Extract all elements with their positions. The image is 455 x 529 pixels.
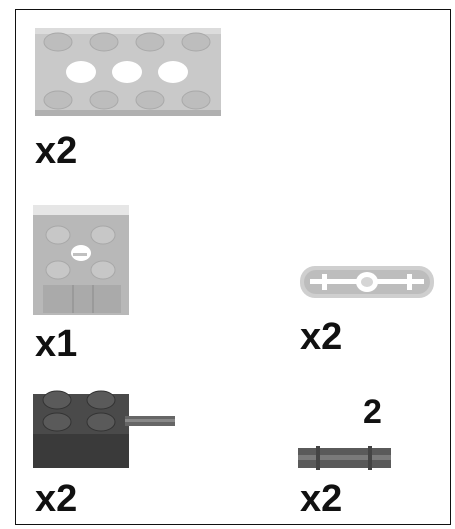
axle-length-label: 2: [363, 393, 382, 431]
quantity-label: x2: [300, 478, 343, 520]
quantity-label: x2: [300, 316, 343, 358]
technic-plate-2x4-icon: [35, 28, 221, 116]
brick-with-axle-icon: [33, 390, 175, 468]
technic-brick-2x2-icon: [33, 205, 129, 315]
quantity-label: x1: [35, 323, 78, 365]
quantity-label: x2: [35, 130, 78, 172]
quantity-label: x2: [35, 478, 78, 520]
technic-beam-icon: [300, 266, 434, 298]
axle-icon: [298, 446, 391, 470]
